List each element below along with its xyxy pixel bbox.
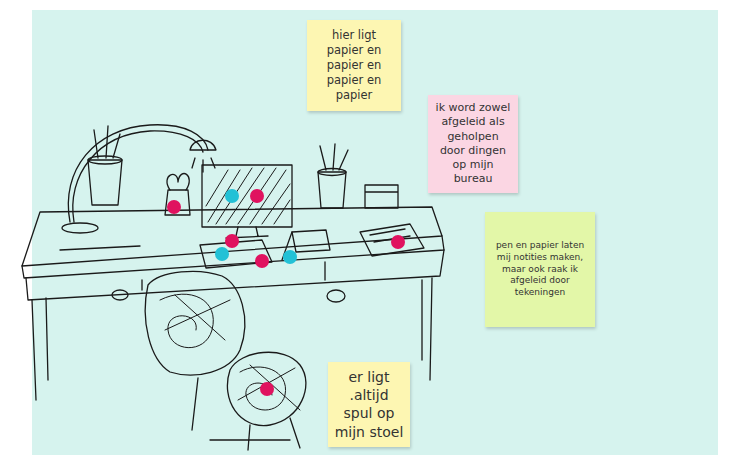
sticky-note: ik word zowel afgeleid als geholpen door…: [428, 95, 518, 193]
sticky-note: er ligt .altijd spul op mijn stoel: [328, 362, 410, 447]
magenta-dot: [167, 200, 181, 214]
chair-back: [145, 271, 245, 375]
keyboard: [60, 246, 140, 250]
pens: [320, 144, 348, 170]
chair-seat: [227, 352, 305, 425]
pen-cup: [88, 160, 122, 205]
chair-scribble: [160, 294, 230, 348]
magenta-dot: [391, 235, 405, 249]
lamp-head: [190, 140, 216, 150]
magenta-dot: [260, 382, 274, 396]
lamp-arm: [73, 131, 203, 222]
pot: [165, 190, 190, 215]
pens: [94, 126, 120, 158]
box: [365, 185, 398, 208]
drawer-knob: [327, 290, 345, 302]
paper: [292, 230, 330, 252]
chair-legs: [192, 378, 300, 450]
pen-cup: [318, 169, 346, 176]
cyan-dot: [215, 247, 229, 261]
monitor: [202, 165, 292, 227]
lamp-base: [62, 223, 98, 233]
notebook: [360, 224, 424, 256]
magenta-dot: [225, 234, 239, 248]
cyan-dot: [225, 189, 239, 203]
chair-scribble: [238, 365, 300, 410]
note-text: pen en papier laten mij notities maken, …: [495, 240, 585, 298]
note-text: hier ligt papier en papier en papier en …: [315, 28, 393, 103]
plant: [167, 174, 189, 190]
sticky-note: hier ligt papier en papier en papier en …: [307, 20, 401, 111]
note-text: ik word zowel afgeleid als geholpen door…: [434, 101, 512, 187]
note-text: er ligt .altijd spul op mijn stoel: [334, 368, 404, 441]
drawer-knob: [112, 290, 128, 300]
sticky-note: pen en papier laten mij notities maken, …: [485, 212, 595, 327]
pen-cup: [88, 156, 122, 164]
lamp-arm: [68, 125, 208, 222]
magenta-dot: [255, 254, 269, 268]
monitor-hatch: [206, 168, 290, 224]
desk-front: [26, 250, 444, 300]
pen-cup: [318, 172, 346, 208]
magenta-dot: [250, 189, 264, 203]
cyan-dot: [283, 250, 297, 264]
desk-top: [22, 207, 442, 266]
